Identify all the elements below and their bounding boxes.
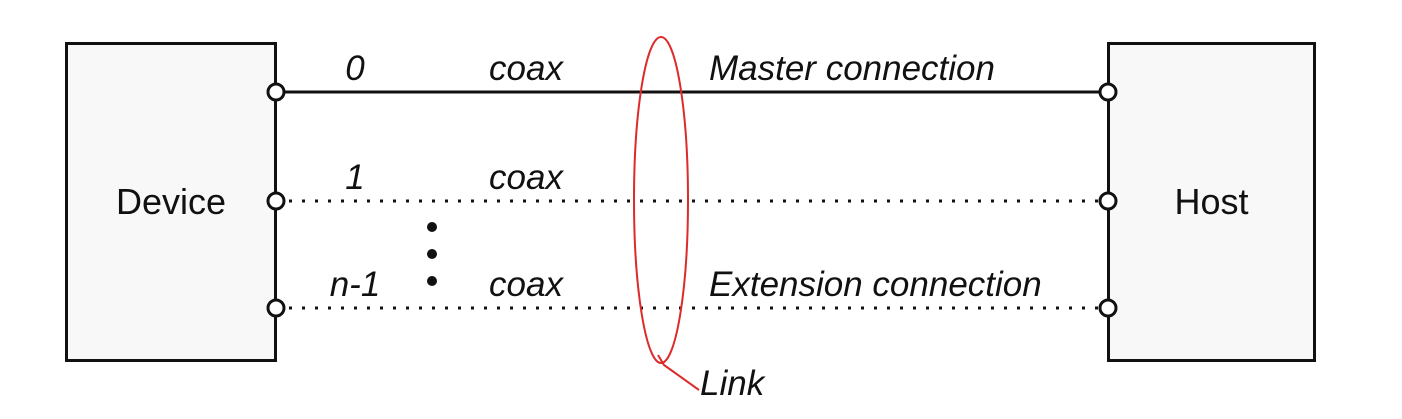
- ellipsis-dot: [427, 276, 437, 286]
- link-leader-line: [657, 354, 700, 391]
- connection-1-cable-label: coax: [489, 158, 563, 197]
- host-label: Host: [1174, 181, 1249, 222]
- host-box: Host: [1107, 42, 1316, 362]
- connection-n-1-channel-label: n-1: [329, 265, 381, 304]
- connection-n-1-cable-label: coax: [489, 265, 563, 304]
- connection-0-channel-label: 0: [345, 49, 365, 88]
- connection-0-cable-label: coax: [489, 49, 563, 88]
- link-label: Link: [700, 364, 765, 403]
- ellipsis-dot: [427, 249, 437, 259]
- extension-connection-label: Extension connection: [709, 265, 1042, 304]
- link-ellipse: [633, 36, 689, 364]
- master-connection-label: Master connection: [709, 49, 995, 88]
- connection-1-channel-label: 1: [345, 158, 365, 197]
- device-box: Device: [65, 42, 277, 362]
- ellipsis-dot: [427, 222, 437, 232]
- device-label: Device: [115, 181, 227, 222]
